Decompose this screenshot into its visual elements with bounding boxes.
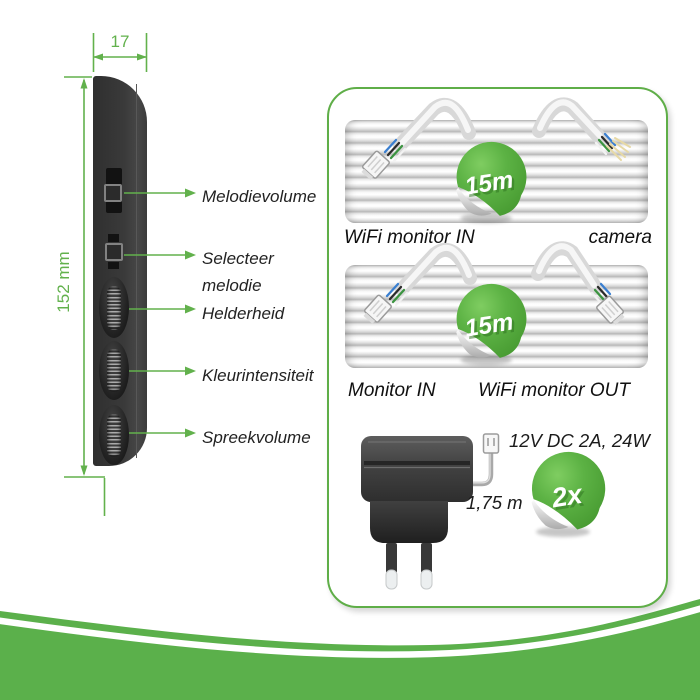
width-dimension-label: 17 xyxy=(110,32,130,51)
length-badge-2: 15m 15m xyxy=(452,285,528,367)
cable1-right-end xyxy=(532,97,631,161)
adapter-spec-label: 12V DC 2A, 24W xyxy=(509,430,650,451)
cable-ends-2 xyxy=(363,241,625,325)
cable2-right-label: WiFi monitor OUT xyxy=(478,380,630,401)
callout-select-melody-line2: melodie xyxy=(202,276,262,295)
melody-volume-button xyxy=(104,184,122,202)
speak-volume-wheel-rib xyxy=(107,414,121,457)
callout-melody-volume: Melodievolume xyxy=(202,187,317,206)
callout-brightness: Helderheid xyxy=(202,304,285,323)
adapter-body xyxy=(361,436,473,502)
cable1-labels: WiFi monitor IN camera xyxy=(344,227,652,249)
cable1-bare-wires xyxy=(606,137,631,161)
cable1-right-label: camera xyxy=(588,227,652,248)
callout-arrows xyxy=(124,188,196,438)
cable2-right-end xyxy=(531,241,625,325)
adapter-dc-connector xyxy=(482,433,500,454)
wave-band xyxy=(0,599,700,700)
bottom-wave-decoration xyxy=(0,599,700,700)
adapter-plug-face xyxy=(370,501,448,543)
cable2-left-connector xyxy=(363,294,392,324)
callout-color-intensity: Kleurintensiteit xyxy=(202,366,314,385)
select-melody-nub-bottom xyxy=(108,262,119,269)
cable1-left-connector xyxy=(361,150,390,180)
cable1-left-end xyxy=(361,97,476,180)
select-melody-button xyxy=(105,243,123,261)
svg-text:2x: 2x xyxy=(549,478,586,514)
wave-stripe xyxy=(0,605,700,658)
cable2-right-connector xyxy=(596,295,625,325)
callout-select-melody-line1: Selecteer xyxy=(202,249,274,268)
annotation-lines xyxy=(64,33,196,516)
power-adapter-illustration xyxy=(361,433,500,590)
height-dimension-label: 152 mm xyxy=(54,251,73,313)
svg-text:2x: 2x xyxy=(551,480,588,516)
select-melody-nub-top xyxy=(108,234,119,242)
cable2-left-label: Monitor IN xyxy=(348,380,436,401)
brightness-wheel-rib xyxy=(107,286,121,330)
adapter-cable-length-label: 1,75 m xyxy=(466,492,523,513)
length-badge-1: 15m 15m xyxy=(452,143,528,225)
adapter-cable-highlight xyxy=(468,452,491,484)
callout-speak-volume: Spreekvolume xyxy=(202,428,311,447)
cable2-left-end xyxy=(363,242,477,324)
monitor-side-view xyxy=(93,76,147,466)
width-dimension-lines xyxy=(92,33,148,72)
cable1-left-label: WiFi monitor IN xyxy=(344,227,475,248)
height-dimension-lines xyxy=(64,76,106,516)
cable-ends-1 xyxy=(361,97,631,180)
color-intensity-wheel-rib xyxy=(107,349,121,392)
cable2-labels: Monitor IN WiFi monitor OUT xyxy=(344,380,652,402)
adapter-cable xyxy=(465,449,494,487)
quantity-badge: 2x 2x xyxy=(527,453,607,539)
adapter-plug-pins xyxy=(385,543,433,590)
callout-select-melody: Selecteer melodie xyxy=(202,245,274,299)
